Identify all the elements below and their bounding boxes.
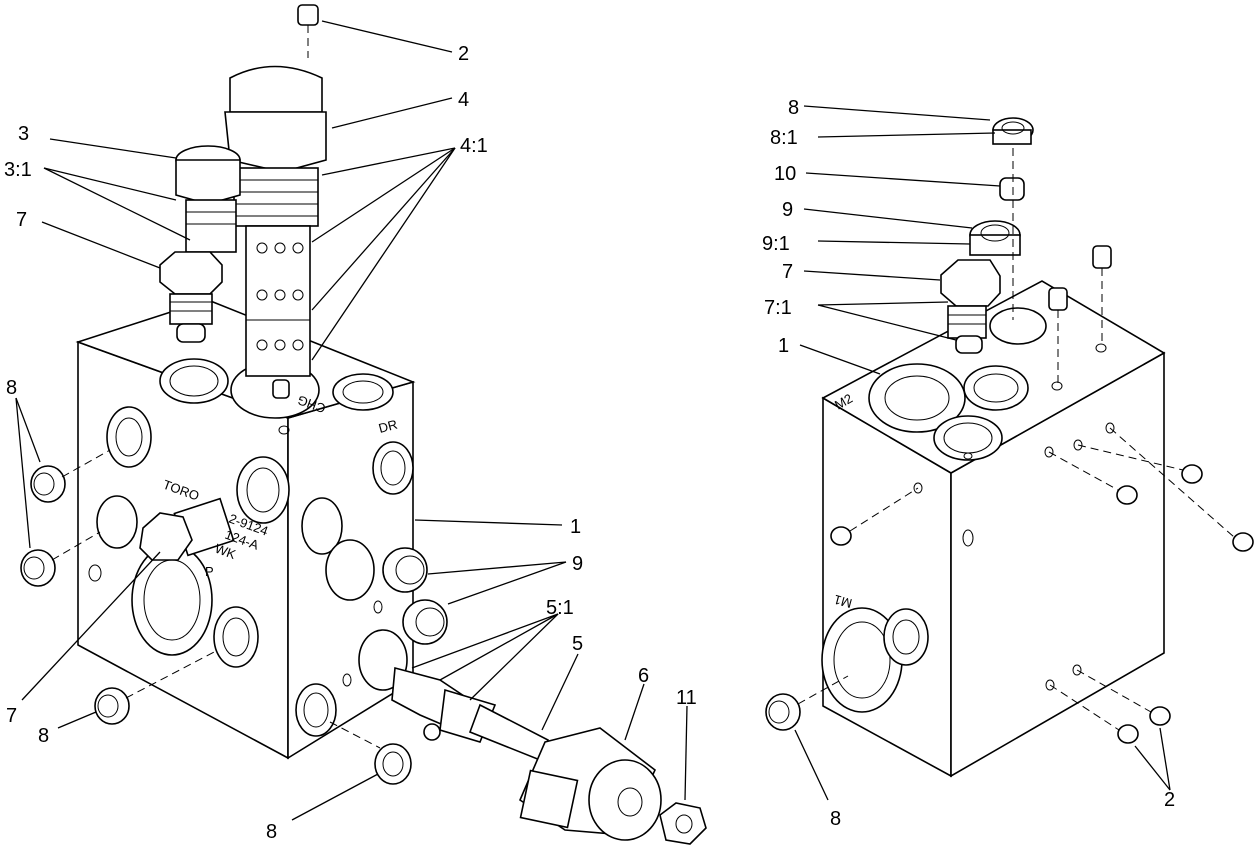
- callout-8-bottom-left: 8: [38, 725, 49, 747]
- callout-8-bottom: 8: [266, 821, 277, 843]
- nut-11: [659, 802, 707, 845]
- stamp-m1: M1: [832, 592, 853, 611]
- callout-8-right-top: 8: [788, 97, 799, 119]
- plug-2-top: [272, 4, 319, 399]
- right-side-plugs: [765, 427, 1254, 744]
- callout-6: 6: [638, 665, 649, 687]
- callout-4: 4: [458, 89, 469, 111]
- callout-7-bottom: 7: [6, 705, 17, 727]
- callout-7-1: 7:1: [764, 297, 792, 319]
- callout-2-right: 2: [1164, 789, 1175, 811]
- left-cartridge-4: [224, 65, 327, 377]
- left-callouts: 2 4 4:1 3 3:1 7 8 1 9 5:1 5 6 11: [4, 20, 697, 843]
- coil-6: [519, 727, 662, 841]
- right-valve-block: [821, 280, 1166, 778]
- callout-4-1: 4:1: [460, 135, 488, 157]
- callout-5: 5: [572, 633, 583, 655]
- stamp-p: P: [205, 564, 214, 579]
- plugs-9: [382, 547, 448, 645]
- right-stacked-parts: [940, 117, 1112, 384]
- stamp-dr: DR: [377, 417, 399, 436]
- callout-8-right-bottom: 8: [830, 808, 841, 830]
- callout-9-1: 9:1: [762, 233, 790, 255]
- callout-7-right: 7: [782, 261, 793, 283]
- callout-7-top: 7: [16, 209, 27, 231]
- callout-8-1: 8:1: [770, 127, 798, 149]
- callout-10: 10: [774, 163, 796, 185]
- stamp-wk: WK: [213, 541, 238, 562]
- callout-3: 3: [18, 123, 29, 145]
- callout-3-1: 3:1: [4, 159, 32, 181]
- callout-1-right: 1: [778, 335, 789, 357]
- left-cartridge-3: [175, 145, 241, 253]
- callout-5-1: 5:1: [546, 597, 574, 619]
- plugs-8-left: [20, 449, 412, 785]
- left-relief-valve-7: [139, 497, 235, 561]
- callout-9-right: 9: [782, 199, 793, 221]
- callout-9-left: 9: [572, 553, 583, 575]
- solenoid-valve-5: [391, 666, 550, 762]
- callout-1-left: 1: [570, 516, 581, 538]
- callout-2-top: 2: [458, 43, 469, 65]
- left-cartridge-7-top: [159, 251, 223, 343]
- callout-11: 11: [676, 687, 697, 709]
- right-callouts: 8 8:1 10 9 9:1 7 7:1 1 2 8: [762, 97, 1175, 830]
- callout-8-left-pair: 8: [6, 377, 17, 399]
